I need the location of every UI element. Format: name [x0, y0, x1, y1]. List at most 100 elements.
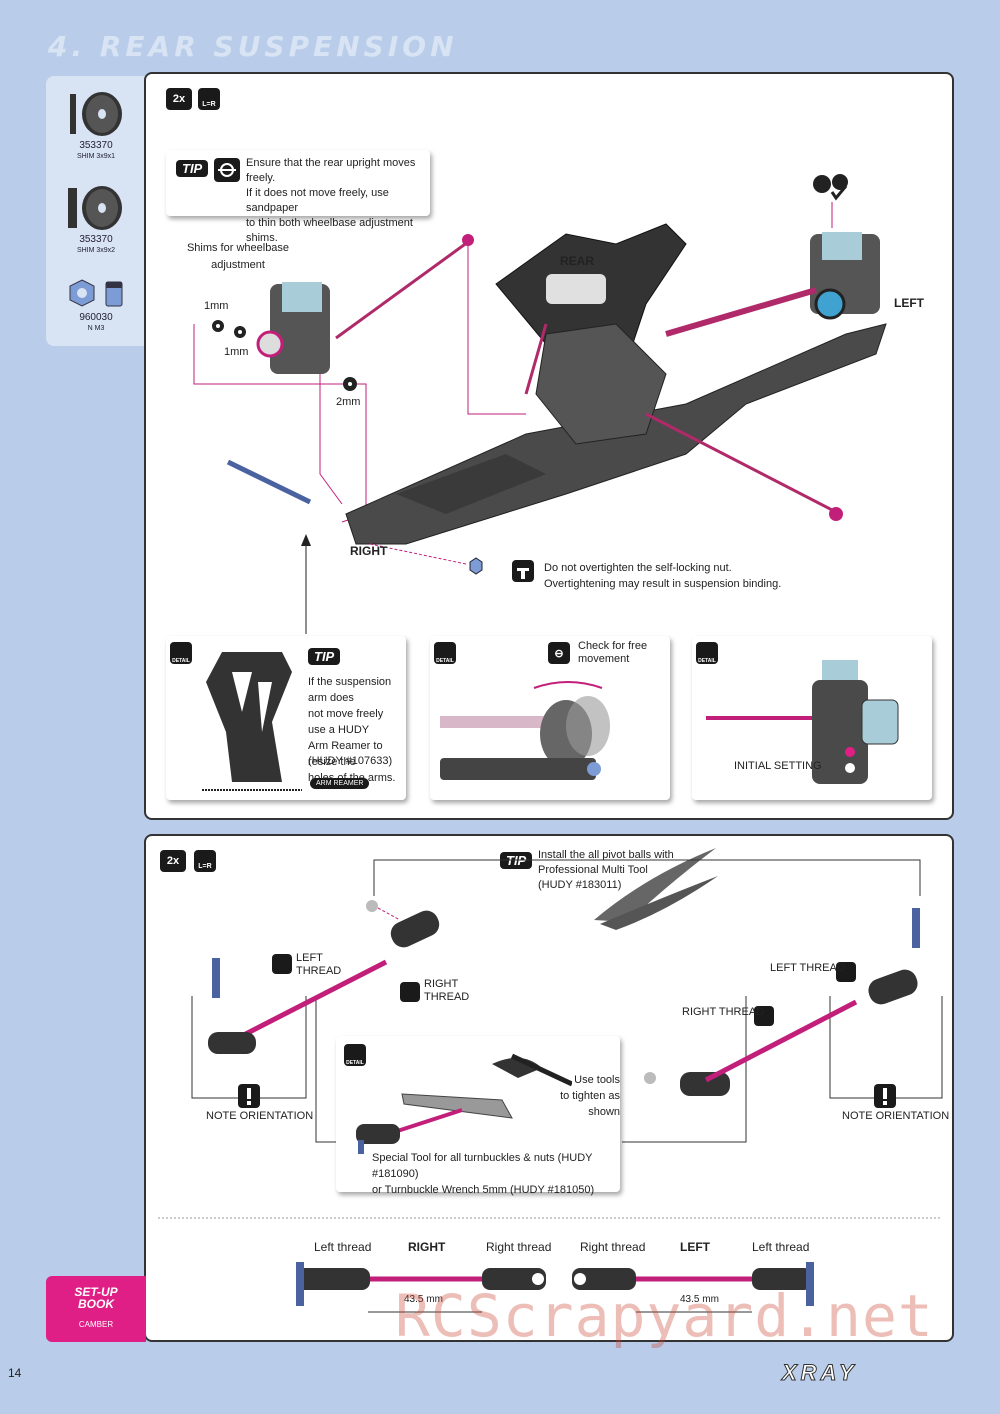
left-equals-right-icon: L=R — [194, 850, 216, 872]
initial-setting-label: INITIAL SETTING — [734, 760, 822, 772]
right-thread-label-a: RIGHT THREAD — [424, 978, 469, 1004]
use-tools-line: to tighten as shown — [560, 1090, 620, 1118]
part-960030: 960030 N M3 — [46, 312, 146, 334]
part-desc: N M3 — [87, 325, 105, 332]
detail-magnifier-icon: DETAIL — [696, 642, 718, 664]
part-number: 353370 — [79, 140, 113, 151]
shims-label-line: adjustment — [211, 259, 265, 271]
free-movement-drawing — [440, 681, 610, 780]
shim-1mm-label-2: 1mm — [224, 346, 249, 358]
tip-line: If it does not move freely, use sandpape… — [246, 187, 389, 214]
special-tool-line: Special Tool for all turnbuckles & nuts … — [372, 1152, 593, 1180]
tip-line: Install the all pivot balls with — [538, 849, 674, 861]
left-thread-1: Left thread — [314, 1240, 372, 1254]
step-panel-1: 2x L=R TIP Ensure that the rear upright … — [144, 72, 954, 820]
left-thread-2: Left thread — [752, 1240, 810, 1254]
note-orientation-left: NOTE ORIENTATION — [206, 1110, 314, 1122]
dimension-left: 43.5 mm — [404, 1294, 443, 1305]
qty-badge: 2x — [160, 850, 186, 872]
shim-1mm-icon — [70, 92, 122, 136]
shim-2mm-icon — [68, 186, 122, 230]
detail-box-free-movement: DETAIL ⊖ Check for free movement — [430, 636, 670, 800]
brand-logo: XRAY — [782, 1360, 858, 1386]
left-equals-right-icon: L=R — [198, 88, 220, 110]
arm-reamer-tool-label: ARM REAMER — [310, 778, 370, 789]
part-353370-b: 353370 SHIM 3x9x2 — [46, 234, 146, 256]
detail-line: If the suspension arm does — [308, 676, 392, 704]
left-label: LEFT — [894, 296, 924, 310]
setup-book-line1: SET-UP — [74, 1285, 118, 1299]
setup-book-tab[interactable]: SET-UP BOOK CAMBER — [46, 1276, 146, 1342]
thread-line: RIGHT — [424, 978, 459, 990]
multi-tool-tip-text: Install the all pivot balls with Profess… — [538, 848, 674, 893]
thread-line: LEFT — [296, 952, 323, 964]
part-desc: SHIM 3x9x2 — [76, 247, 116, 254]
tip-text: Ensure that the rear upright moves freel… — [246, 156, 430, 246]
lock-nut-icon — [69, 279, 123, 307]
rear-label: REAR — [560, 254, 595, 268]
detail-tip-text: If the suspension arm does not move free… — [308, 674, 402, 786]
dimension-right: 43.5 mm — [680, 1294, 719, 1305]
detail-line: not move freely use a HUDY — [308, 708, 384, 736]
thread-line: THREAD — [296, 965, 342, 977]
tip-line: (HUDY #183011) — [538, 879, 622, 891]
shim-1mm-label: 1mm — [204, 300, 229, 312]
shim-2mm-label: 2mm — [336, 396, 361, 408]
page-number: 14 — [8, 1366, 22, 1380]
shims-wheelbase-label: Shims for wheelbase adjustment — [186, 240, 290, 274]
step-panel-2: 2x L=R TIP Install the all pivot balls w… — [144, 834, 954, 1342]
nut-note: Do not overtighten the self-locking nut.… — [544, 560, 781, 592]
right-label: RIGHT — [350, 544, 388, 558]
detail-tip-tag: TIP — [308, 648, 341, 665]
turnbuckle-wrench-drawing — [356, 1053, 572, 1154]
part-desc: SHIM 3x9x1 — [76, 153, 116, 160]
parts-sidebar: 353370 SHIM 3x9x1 353370 SHIM 3x9x2 9600… — [46, 76, 146, 346]
nut-note-line: Overtightening may result in suspension … — [544, 578, 782, 590]
suspension-arm-drawing — [202, 652, 302, 791]
setup-book-sub: CAMBER — [78, 1320, 114, 1329]
detail-line: Check for free — [578, 640, 648, 652]
special-tool-line: or Turnbuckle Wrench 5mm (HUDY #181050) — [372, 1184, 595, 1196]
use-tools-text: Use tools to tighten as shown — [526, 1072, 620, 1120]
special-tool-text: Special Tool for all turnbuckles & nuts … — [372, 1150, 620, 1198]
thread-line: THREAD — [424, 991, 470, 1003]
left-thread-label-a: LEFT THREAD — [296, 952, 341, 978]
right-thread-1: Right thread — [486, 1240, 552, 1254]
tip-box-upright: TIP Ensure that the rear upright moves f… — [166, 150, 430, 244]
turnbuckle-illustration — [158, 848, 943, 1313]
shims-label-line: Shims for wheelbase — [186, 242, 290, 254]
tip-tag: TIP — [176, 160, 209, 177]
detail-magnifier-icon: DETAIL — [170, 642, 192, 664]
rear-suspension-illustration — [193, 174, 887, 634]
tip-line: Ensure that the rear upright moves freel… — [246, 157, 416, 184]
use-tools-line: Use tools — [574, 1074, 620, 1086]
detail-box-arm-reamer: DETAIL TIP If the suspension arm does no… — [166, 636, 406, 800]
hudy-part-number: (HUDY #107633) — [308, 755, 393, 767]
left-thread-label-b: LEFT THREAD — [770, 962, 845, 974]
right-thread-2: Right thread — [580, 1240, 646, 1254]
tip-line: Professional Multi Tool — [538, 864, 648, 876]
detail-box-initial-setting: DETAIL INITIAL SETTING — [692, 636, 932, 800]
left-side-label: LEFT — [680, 1240, 710, 1254]
detail-magnifier-icon: DETAIL — [434, 642, 456, 664]
section-title: 4. REAR SUSPENSION — [48, 30, 458, 63]
part-number: 960030 — [79, 312, 113, 323]
detail-box-tools: DETAIL Use tools to tighten as shown Spe… — [336, 1036, 620, 1196]
sandpaper-icon — [214, 158, 240, 182]
detail-line: Arm Reamer to resize the — [308, 740, 383, 768]
watermark: RCScrapyard.net — [395, 1282, 934, 1350]
part-number: 353370 — [79, 234, 113, 245]
movement-check-icon: ⊖ — [548, 642, 570, 664]
qty-badge: 2x — [166, 88, 192, 110]
part-353370-a: 353370 SHIM 3x9x1 — [46, 140, 146, 162]
note-orientation-right: NOTE ORIENTATION — [842, 1110, 950, 1122]
detail-line: movement — [578, 653, 630, 665]
setup-book-line2: BOOK — [78, 1297, 114, 1311]
nut-note-line: Do not overtighten the self-locking nut. — [544, 562, 732, 574]
right-thread-label-b: RIGHT THREAD — [682, 1006, 765, 1018]
initial-setting-drawing — [706, 660, 899, 784]
detail-magnifier-icon: DETAIL — [344, 1044, 366, 1066]
free-movement-text: Check for free movement — [578, 640, 647, 666]
tip-line: to thin both wheelbase adjustment shims. — [246, 217, 413, 244]
right-side-label: RIGHT — [408, 1240, 446, 1254]
